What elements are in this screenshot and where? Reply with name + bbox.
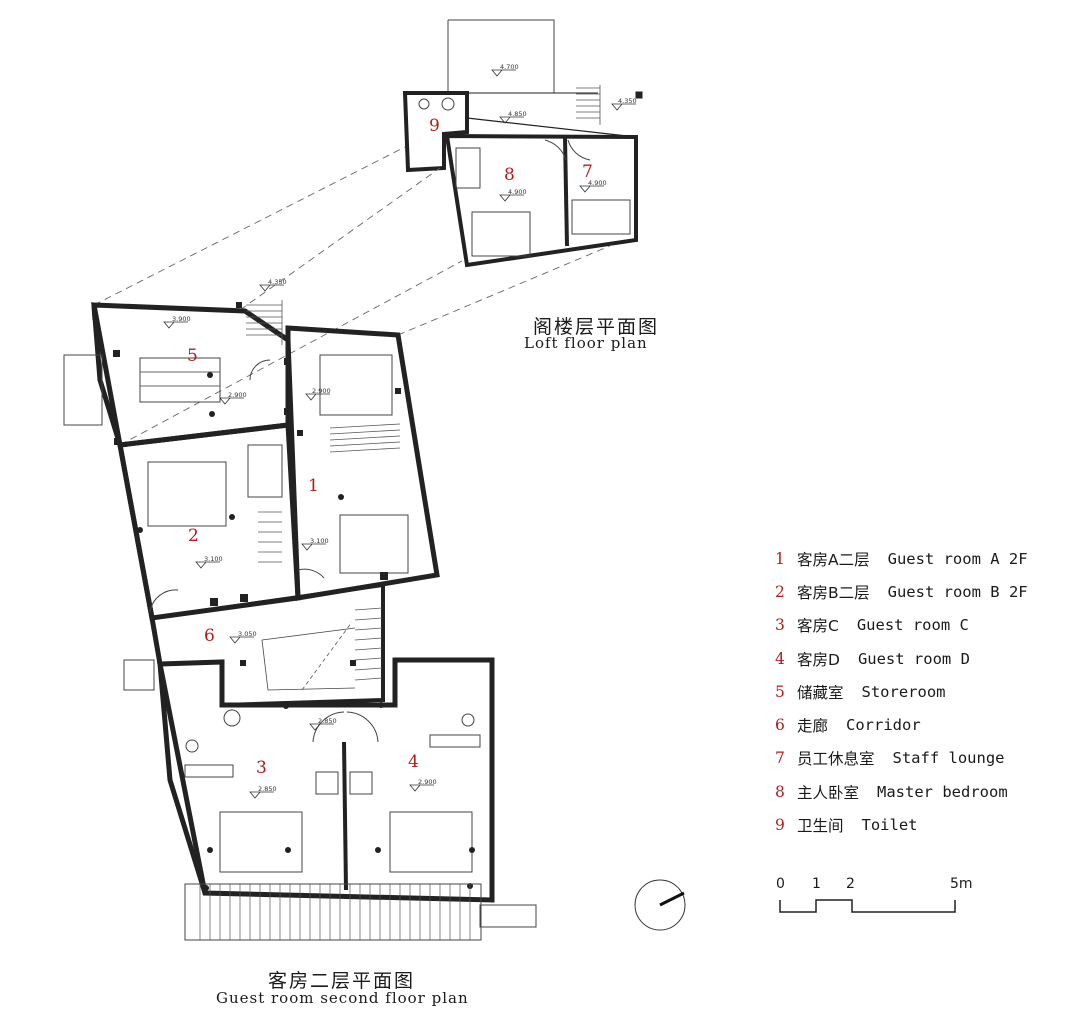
level-4350-loft: 4.350 [618, 97, 637, 105]
level-2900-a: 2.900 [228, 391, 247, 399]
level-4850: 4.850 [508, 110, 527, 118]
legend-number: 8 [775, 782, 785, 801]
legend-en-label: Master bedroom [877, 782, 1008, 801]
legend-item: 5 储藏室 Storeroom [775, 675, 1075, 708]
second-floor-title-cn: 客房二层平面图 [268, 970, 416, 992]
level-3900: 3.900 [172, 315, 191, 323]
level-4350: 4.350 [268, 278, 287, 286]
room-number-6: 6 [204, 626, 215, 646]
legend-number: 7 [775, 749, 785, 768]
level-3100-b: 3.100 [310, 537, 329, 545]
legend-cn-label: 主人卧室 [797, 783, 860, 802]
level-3050: 3.050 [238, 630, 257, 638]
level-4700: 4.700 [500, 63, 519, 71]
legend-cn-label: 走廊 [797, 717, 829, 736]
legend-en-label: Guest room A 2F [887, 549, 1028, 568]
legend-en-label: Toilet [861, 816, 918, 835]
legend-cn-label: 客房C [797, 617, 839, 636]
legend-cn-label: 储藏室 [797, 683, 844, 702]
north-arrow-icon [634, 879, 686, 931]
legend-item: 3 客房C Guest room C [775, 609, 1075, 642]
room-number-4: 4 [408, 752, 419, 772]
room-number-1: 1 [308, 476, 319, 496]
legend-cn-label: 客房B二层 [797, 583, 870, 602]
legend-cn-label: 卫生间 [797, 817, 844, 836]
legend-item: 9 卫生间 Toilet [775, 808, 1075, 841]
second-floor-plan [63, 300, 537, 941]
second-floor-title-en: Guest room second floor plan [216, 989, 469, 1007]
room-number-5: 5 [187, 346, 198, 366]
room-number-3: 3 [256, 758, 267, 778]
legend-en-label: Guest room D [857, 649, 970, 668]
legend: 1 客房A二层 Guest room A 2F 2 客房B二层 Guest ro… [775, 542, 1075, 842]
level-2900-c: 2.900 [418, 778, 437, 786]
level-2900-b: 2.900 [312, 387, 331, 395]
projection-lines [93, 146, 613, 446]
level-2850-a: 2.850 [318, 717, 337, 725]
legend-number: 2 [775, 582, 785, 601]
legend-en-label: Guest room B 2F [887, 582, 1028, 601]
legend-number: 6 [775, 716, 785, 735]
room-number-7: 7 [582, 162, 593, 182]
level-2850-b: 2.850 [258, 785, 277, 793]
legend-en-label: Staff lounge [892, 749, 1005, 768]
loft-title-en: Loft floor plan [524, 334, 648, 352]
legend-cn-label: 客房A二层 [797, 550, 870, 569]
level-4900-b: 4.900 [588, 179, 607, 187]
room-number-9: 9 [429, 116, 440, 136]
legend-number: 1 [775, 549, 785, 568]
level-3100-a: 3.100 [204, 555, 223, 563]
loft-plan [402, 19, 643, 268]
scale-bar [779, 899, 956, 913]
legend-en-label: Storeroom [861, 682, 946, 701]
scale-tick-0: 0 [776, 876, 785, 892]
loft-title-cn: 阁楼层平面图 [533, 316, 660, 338]
scale-tick-2: 2 [846, 876, 855, 892]
legend-item: 8 主人卧室 Master bedroom [775, 775, 1075, 808]
legend-item: 4 客房D Guest room D [775, 642, 1075, 675]
legend-cn-label: 客房D [797, 650, 840, 669]
room-number-8: 8 [504, 165, 515, 185]
legend-number: 9 [775, 816, 785, 835]
legend-item: 7 员工休息室 Staff lounge [775, 742, 1075, 775]
legend-number: 5 [775, 682, 785, 701]
level-markers [163, 69, 636, 799]
legend-cn-label: 员工休息室 [797, 750, 875, 769]
legend-number: 4 [775, 649, 785, 668]
scale-tick-5m: 5m [950, 876, 973, 892]
legend-item: 6 走廊 Corridor [775, 708, 1075, 741]
scale-labels: 0 1 2 5m [770, 872, 973, 922]
level-4900-a: 4.900 [508, 188, 527, 196]
room-number-2: 2 [188, 526, 199, 546]
scale-tick-1: 1 [812, 876, 821, 892]
legend-number: 3 [775, 616, 785, 635]
legend-en-label: Corridor [846, 716, 921, 735]
legend-item: 1 客房A二层 Guest room A 2F [775, 542, 1075, 575]
legend-item: 2 客房B二层 Guest room B 2F [775, 575, 1075, 608]
legend-en-label: Guest room C [856, 616, 969, 635]
